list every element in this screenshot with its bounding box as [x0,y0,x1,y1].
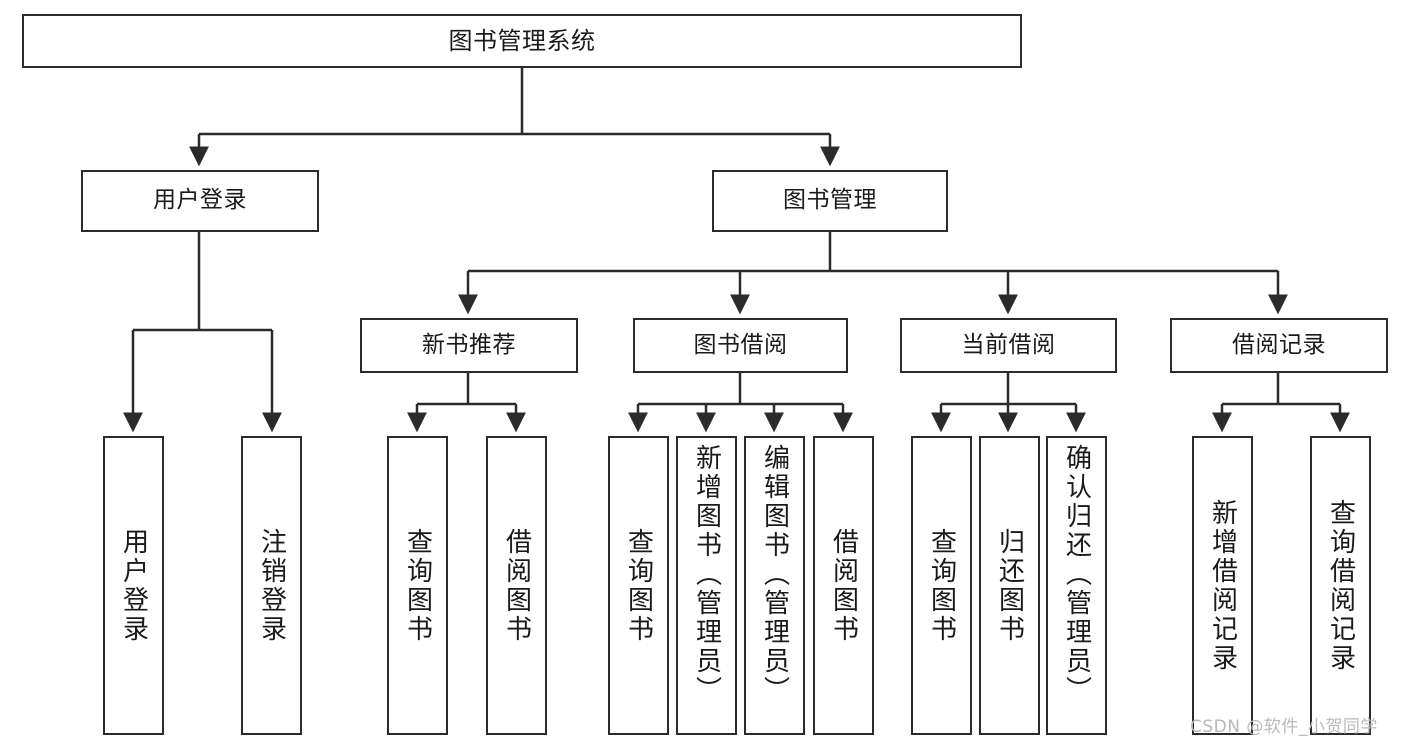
leaf-confirm-return[interactable]: 确认归还（管理员） [1046,436,1107,735]
leaf-edit-book-label: 编辑图书（管理员） [759,444,790,705]
leaf-add-record-label: 新增借阅记录 [1207,498,1238,673]
node-borrow-record[interactable]: 借阅记录 [1170,318,1388,373]
node-borrow-record-label: 借阅记录 [1232,331,1326,358]
leaf-logout-login[interactable]: 注销登录 [241,436,302,735]
leaf-query-book-2-label: 查询图书 [623,527,654,644]
node-new-book-recommend[interactable]: 新书推荐 [360,318,578,373]
leaf-query-book-1[interactable]: 查询图书 [387,436,448,735]
node-root-label: 图书管理系统 [448,26,596,55]
leaf-query-book-2[interactable]: 查询图书 [608,436,669,735]
leaf-query-book-3[interactable]: 查询图书 [911,436,972,735]
leaf-query-book-3-label: 查询图书 [926,527,957,644]
leaf-borrow-book-2[interactable]: 借阅图书 [813,436,874,735]
leaf-borrow-book-2-label: 借阅图书 [828,527,859,644]
leaf-query-record[interactable]: 查询借阅记录 [1310,436,1371,735]
leaf-add-book[interactable]: 新增图书（管理员） [676,436,737,735]
leaf-user-login[interactable]: 用户登录 [103,436,164,735]
leaf-add-book-label: 新增图书（管理员） [691,444,722,705]
leaf-confirm-return-label: 确认归还（管理员） [1061,444,1092,705]
node-current-borrow[interactable]: 当前借阅 [900,318,1117,373]
leaf-add-record[interactable]: 新增借阅记录 [1192,436,1253,735]
node-user-login-label: 用户登录 [153,187,247,214]
node-book-borrow-label: 图书借阅 [693,331,788,358]
leaf-borrow-book-1[interactable]: 借阅图书 [486,436,547,735]
node-root[interactable]: 图书管理系统 [22,14,1022,68]
leaf-return-book-label: 归还图书 [994,527,1025,644]
leaf-user-login-label: 用户登录 [118,527,149,644]
leaf-logout-login-label: 注销登录 [256,527,287,644]
node-user-login[interactable]: 用户登录 [81,170,319,232]
leaf-query-record-label: 查询借阅记录 [1325,498,1356,673]
node-book-manage-label: 图书管理 [783,187,877,214]
leaf-query-book-1-label: 查询图书 [402,527,433,644]
node-book-manage[interactable]: 图书管理 [712,170,948,232]
node-current-borrow-label: 当前借阅 [961,331,1056,358]
node-new-book-recommend-label: 新书推荐 [422,331,516,358]
csdn-watermark: CSDN @软件_小贺同学 [1190,717,1378,737]
leaf-return-book[interactable]: 归还图书 [979,436,1040,735]
leaf-edit-book[interactable]: 编辑图书（管理员） [744,436,805,735]
node-book-borrow[interactable]: 图书借阅 [633,318,848,373]
leaf-borrow-book-1-label: 借阅图书 [501,527,532,644]
